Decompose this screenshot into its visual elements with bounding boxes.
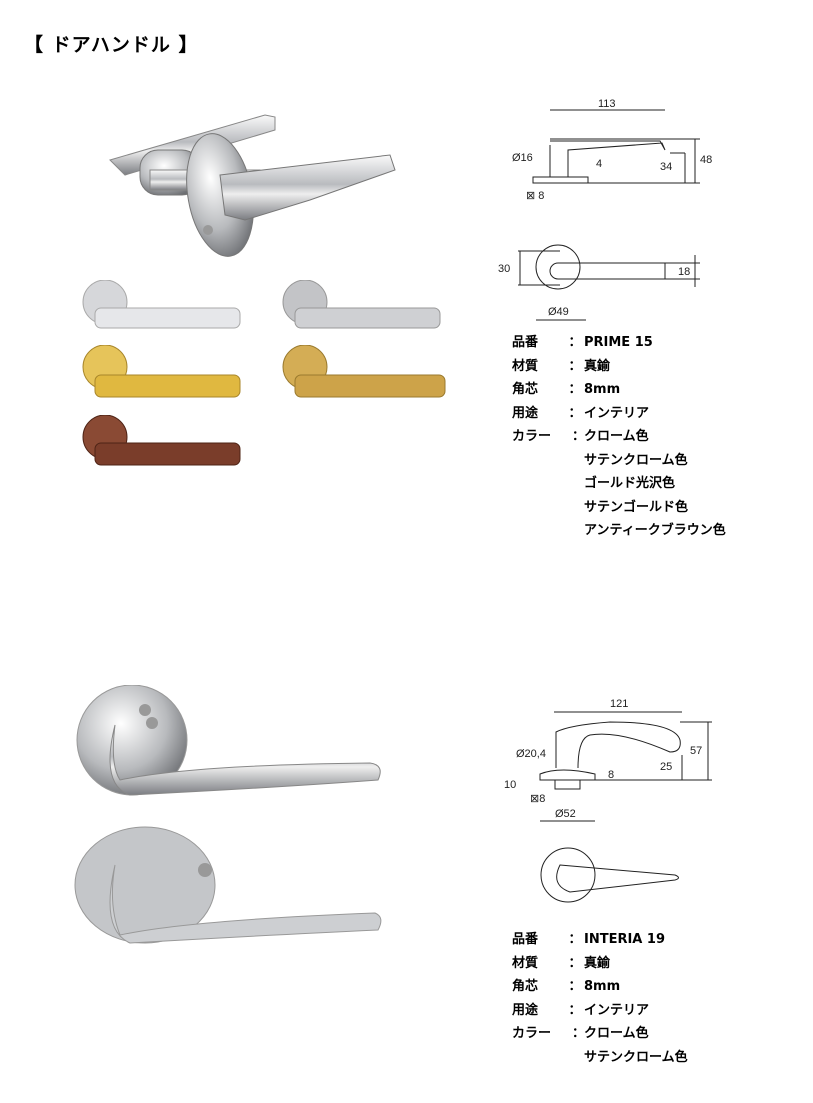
color-value: ゴールド光沢色 <box>584 476 676 491</box>
separator: ： <box>568 405 582 421</box>
color-value: サテンゴールド色 <box>584 499 689 515</box>
prime15-dimension-drawing: 113 Ø16 4 34 48 ⊠ 8 30 18 Ø49 <box>498 98 712 321</box>
separator: ： <box>568 335 582 350</box>
dim-screw-pitch: 30 <box>498 263 510 275</box>
dim-length: 121 <box>610 698 628 710</box>
dim-rose-outer: Ø52 <box>555 808 576 820</box>
spec-label: 角芯 <box>512 979 539 994</box>
spec-label: カラー <box>512 1026 552 1041</box>
color-value: クローム色 <box>584 429 649 444</box>
separator: ： <box>568 979 582 994</box>
dim-rose-outer: Ø49 <box>548 306 569 318</box>
separator: ： <box>568 358 582 374</box>
separator: ： <box>568 382 582 397</box>
dim-spindle: ⊠8 <box>530 793 545 805</box>
finish-thumb-satin-gold <box>282 345 446 398</box>
dim-height: 25 <box>660 761 672 773</box>
separator: ： <box>568 932 582 947</box>
use-value: インテリア <box>584 1002 650 1018</box>
material-value: 真鍮 <box>584 358 611 374</box>
interia19-spec: 品番：INTERIA 19 材質：真鍮 角芯：8mm 用途：インテリア カラー：… <box>512 928 688 1069</box>
finish-thumb-chrome <box>82 280 241 329</box>
dim-rose-dia: Ø20,4 <box>516 748 546 760</box>
separator: ： <box>568 955 582 971</box>
dim-base: 10 <box>504 779 516 791</box>
model-value: INTERIA 19 <box>584 932 665 947</box>
material-value: 真鍮 <box>584 955 611 971</box>
spindle-value: 8mm <box>584 979 621 994</box>
separator: ： <box>568 1002 582 1018</box>
interia19-photo-satin-chrome <box>74 826 382 944</box>
color-value: サテンクローム色 <box>584 1049 688 1065</box>
interia19-dimension-drawing: 121 57 25 Ø20,4 8 10 ⊠8 Ø52 <box>504 698 712 903</box>
model-value: PRIME 15 <box>584 335 653 350</box>
dim-rose-thick: 8 <box>608 769 614 781</box>
dim-spindle: ⊠ 8 <box>526 190 544 202</box>
dim-height: 34 <box>660 161 672 173</box>
finish-thumb-gold <box>82 345 241 398</box>
dim-length: 113 <box>598 98 616 110</box>
color-value: アンティークブラウン色 <box>584 523 726 538</box>
spec-label: 材質 <box>512 955 539 971</box>
page-title: 【 ドアハンドル 】 <box>24 34 199 56</box>
dim-width: 18 <box>678 266 690 278</box>
dim-total-height: 48 <box>700 154 712 166</box>
separator: ： <box>572 429 586 444</box>
finish-thumb-satin-chrome <box>282 280 441 329</box>
spindle-value: 8mm <box>584 382 621 397</box>
spec-label: 用途 <box>512 1002 539 1018</box>
spec-label: 用途 <box>512 405 539 421</box>
finish-thumb-antique-brown <box>82 415 241 466</box>
prime15-main-photo <box>109 114 396 257</box>
spec-label: 角芯 <box>512 382 539 397</box>
dim-rose-thick: 4 <box>596 158 602 170</box>
prime15-spec: 品番：PRIME 15 材質：真鍮 角芯：8mm 用途：インテリア カラー：クロ… <box>512 331 726 543</box>
color-value: クローム色 <box>584 1026 649 1041</box>
color-value: サテンクローム色 <box>584 452 688 468</box>
spec-label: 品番 <box>512 932 539 947</box>
separator: ： <box>572 1026 586 1041</box>
use-value: インテリア <box>584 405 650 421</box>
spec-label: 品番 <box>512 335 539 350</box>
dim-total-height: 57 <box>690 745 702 757</box>
spec-label: 材質 <box>512 358 539 374</box>
spec-label: カラー <box>512 429 552 444</box>
dim-rose-dia: Ø16 <box>512 152 533 164</box>
interia19-photo-chrome <box>76 685 381 796</box>
